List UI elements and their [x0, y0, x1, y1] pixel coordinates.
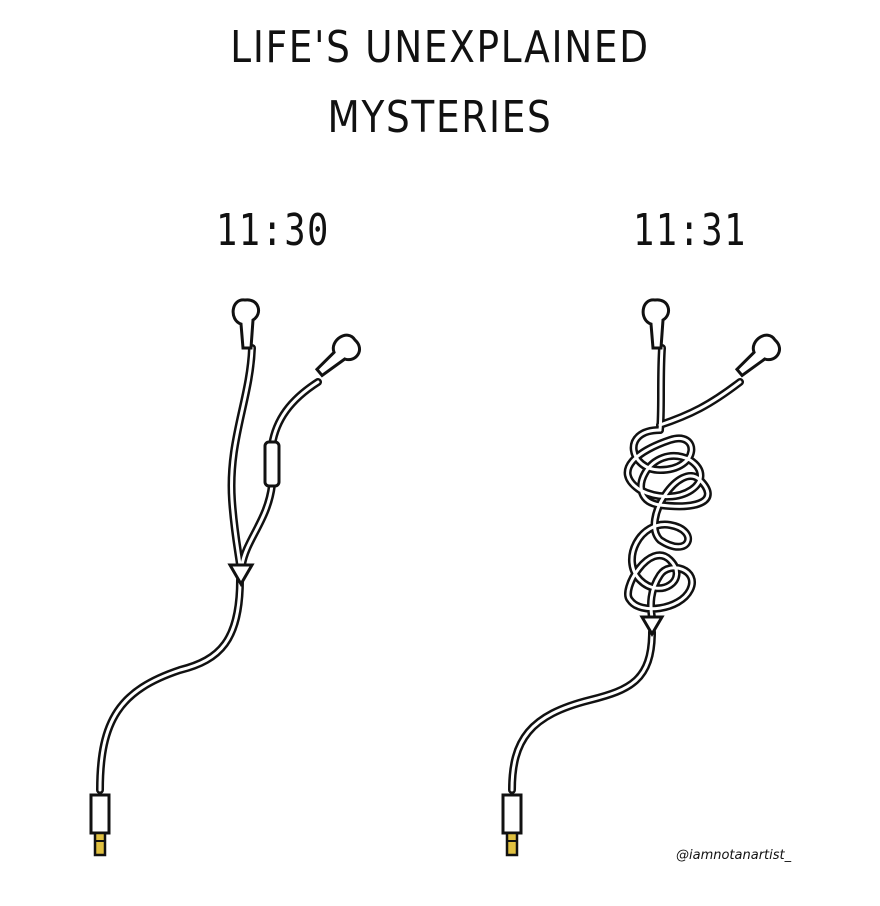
audio-plug-icon: [501, 793, 523, 857]
artist-signature: @iamnotanartist_: [676, 848, 792, 863]
earbud-left-icon: [641, 298, 671, 350]
clock-right: 11:31: [633, 205, 747, 256]
clock-left: 11:30: [216, 205, 330, 256]
earphones-untangled: [89, 298, 366, 857]
earbud-right-icon: [309, 329, 366, 383]
mic-remote-icon: [263, 440, 281, 488]
earbud-right-icon: [729, 329, 786, 383]
earphones-tangled: [501, 298, 786, 857]
title-line-2: MYSTERIES: [327, 92, 553, 143]
earbud-left-icon: [231, 298, 261, 350]
audio-plug-icon: [89, 793, 111, 857]
title-line-1: LIFE'S UNEXPLAINED: [230, 22, 650, 73]
splitter-icon: [227, 563, 255, 587]
splitter-icon: [639, 615, 665, 637]
